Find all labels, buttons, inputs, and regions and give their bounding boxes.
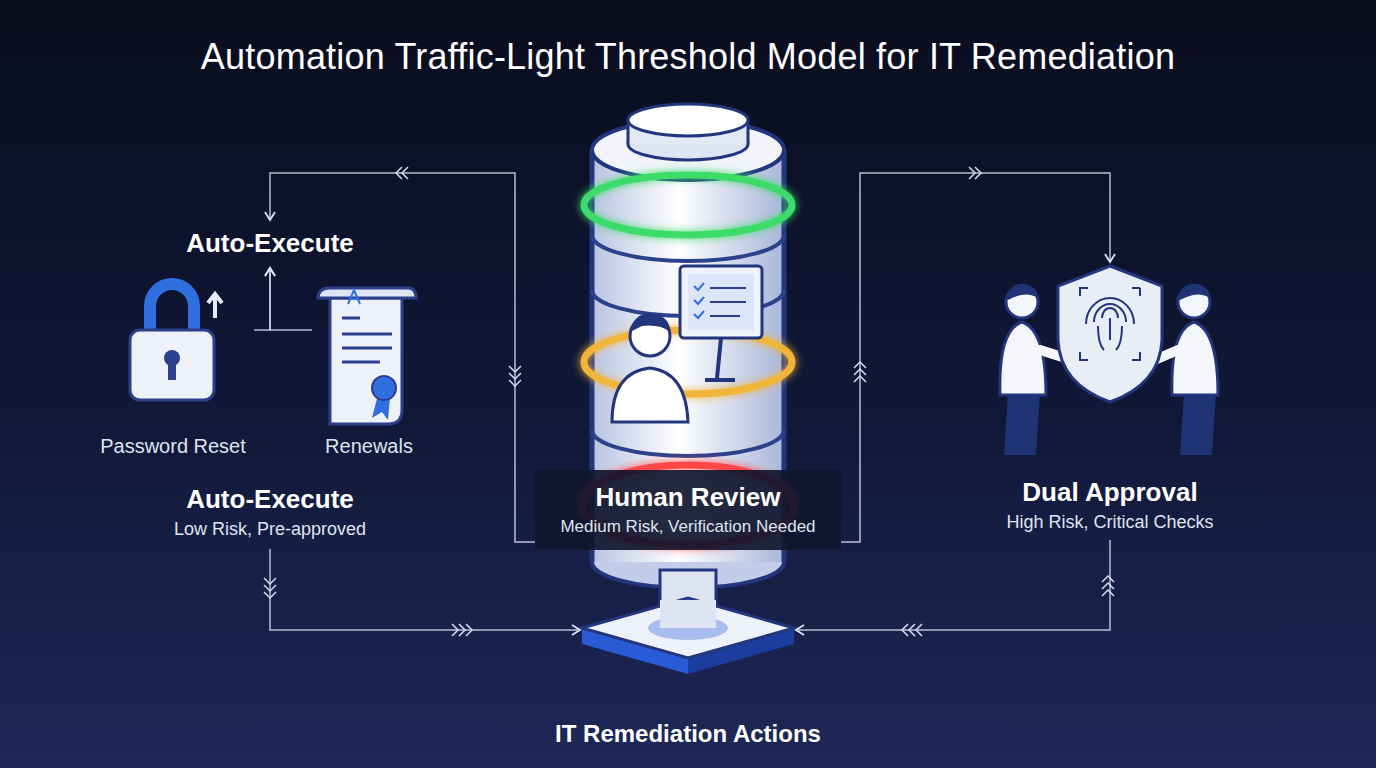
tier-box: Auto-ExecuteLow Risk, Pre-approved: [150, 476, 390, 549]
cylinder-tower-part: [592, 430, 784, 456]
node-heading: Auto-Execute: [186, 484, 354, 515]
cylinder-tower-part: [628, 104, 748, 136]
flow-chevrons-part: [1102, 576, 1114, 596]
reviewer-figure-part: [612, 368, 688, 422]
tier-box: Dual ApprovalHigh Risk, Critical Checks: [975, 262, 1245, 540]
reviewer-figure-part: [630, 313, 670, 332]
node-subtext: High Risk, Critical Checks: [1006, 512, 1213, 534]
flow-chevrons: [264, 167, 1114, 636]
node-heading: Human Review: [596, 482, 781, 513]
icon-node: Password Reset: [92, 280, 254, 462]
dual-approval-figure-part: [1004, 392, 1040, 455]
reviewer-figure-part: [680, 266, 762, 338]
cylinder-tower-part: [584, 330, 792, 394]
pedestal-part: [660, 570, 716, 630]
reviewer-figure-part: [710, 288, 746, 316]
pedestal: [582, 570, 794, 674]
dual-approval-figure: [1000, 266, 1218, 455]
connector: [270, 549, 580, 630]
node-subtext: Low Risk, Pre-approved: [174, 519, 366, 541]
reviewer-figure-part: [694, 283, 704, 318]
lock-icon: [130, 284, 222, 400]
node-heading: Password Reset: [100, 434, 246, 458]
certificate-icon-part: [348, 290, 360, 304]
certificate-icon-part: [318, 288, 416, 298]
lock-icon-part: [208, 294, 222, 318]
cylinder-tower-part: [592, 235, 784, 261]
node-subtext: Medium Risk, Verification Needed: [560, 517, 815, 537]
certificate-icon-part: [372, 376, 396, 400]
icon-node: Renewals: [312, 280, 426, 462]
certificate-icon-part: [342, 318, 392, 362]
lock-icon-part: [168, 360, 176, 380]
dual-approval-figure-part: [1058, 266, 1162, 402]
reviewer-figure-part: [705, 338, 735, 380]
connector: [796, 540, 1110, 630]
dual-approval-figure-part: [1180, 392, 1216, 455]
pedestal-part: [582, 598, 794, 658]
tier-box: Human ReviewMedium Risk, Verification Ne…: [535, 470, 841, 550]
lock-icon-part: [150, 284, 194, 334]
dual-approval-figure-part: [1178, 284, 1210, 300]
dual-approval-figure-part: [1086, 298, 1134, 350]
connector: [254, 268, 270, 330]
node-heading: Dual Approval: [1022, 477, 1197, 508]
reviewer-figure-part: [688, 274, 754, 330]
node-heading: IT Remediation Actions: [555, 720, 821, 749]
pedestal-part: [660, 600, 716, 628]
certificate-icon-part: [330, 298, 402, 424]
cylinder-tower-part: [592, 150, 784, 562]
title: Automation Traffic-Light Threshold Model…: [0, 36, 1376, 78]
base-node: IT Remediation Actions: [580, 598, 796, 668]
dual-approval-figure-part: [1080, 288, 1140, 360]
dual-approval-figure-part: [1000, 322, 1046, 395]
reviewer-figure: [612, 266, 762, 422]
node-heading: Auto-Execute: [186, 228, 354, 259]
dual-approval-figure-part: [1172, 322, 1218, 395]
lock-icon-part: [130, 330, 214, 400]
certificate-icon: [318, 288, 416, 424]
node-heading: Renewals: [325, 434, 413, 458]
connector: [270, 268, 312, 330]
dual-approval-figure-part: [1006, 284, 1038, 300]
cylinder-tower-part: [584, 175, 792, 235]
step-label: Auto-Execute: [170, 220, 370, 268]
